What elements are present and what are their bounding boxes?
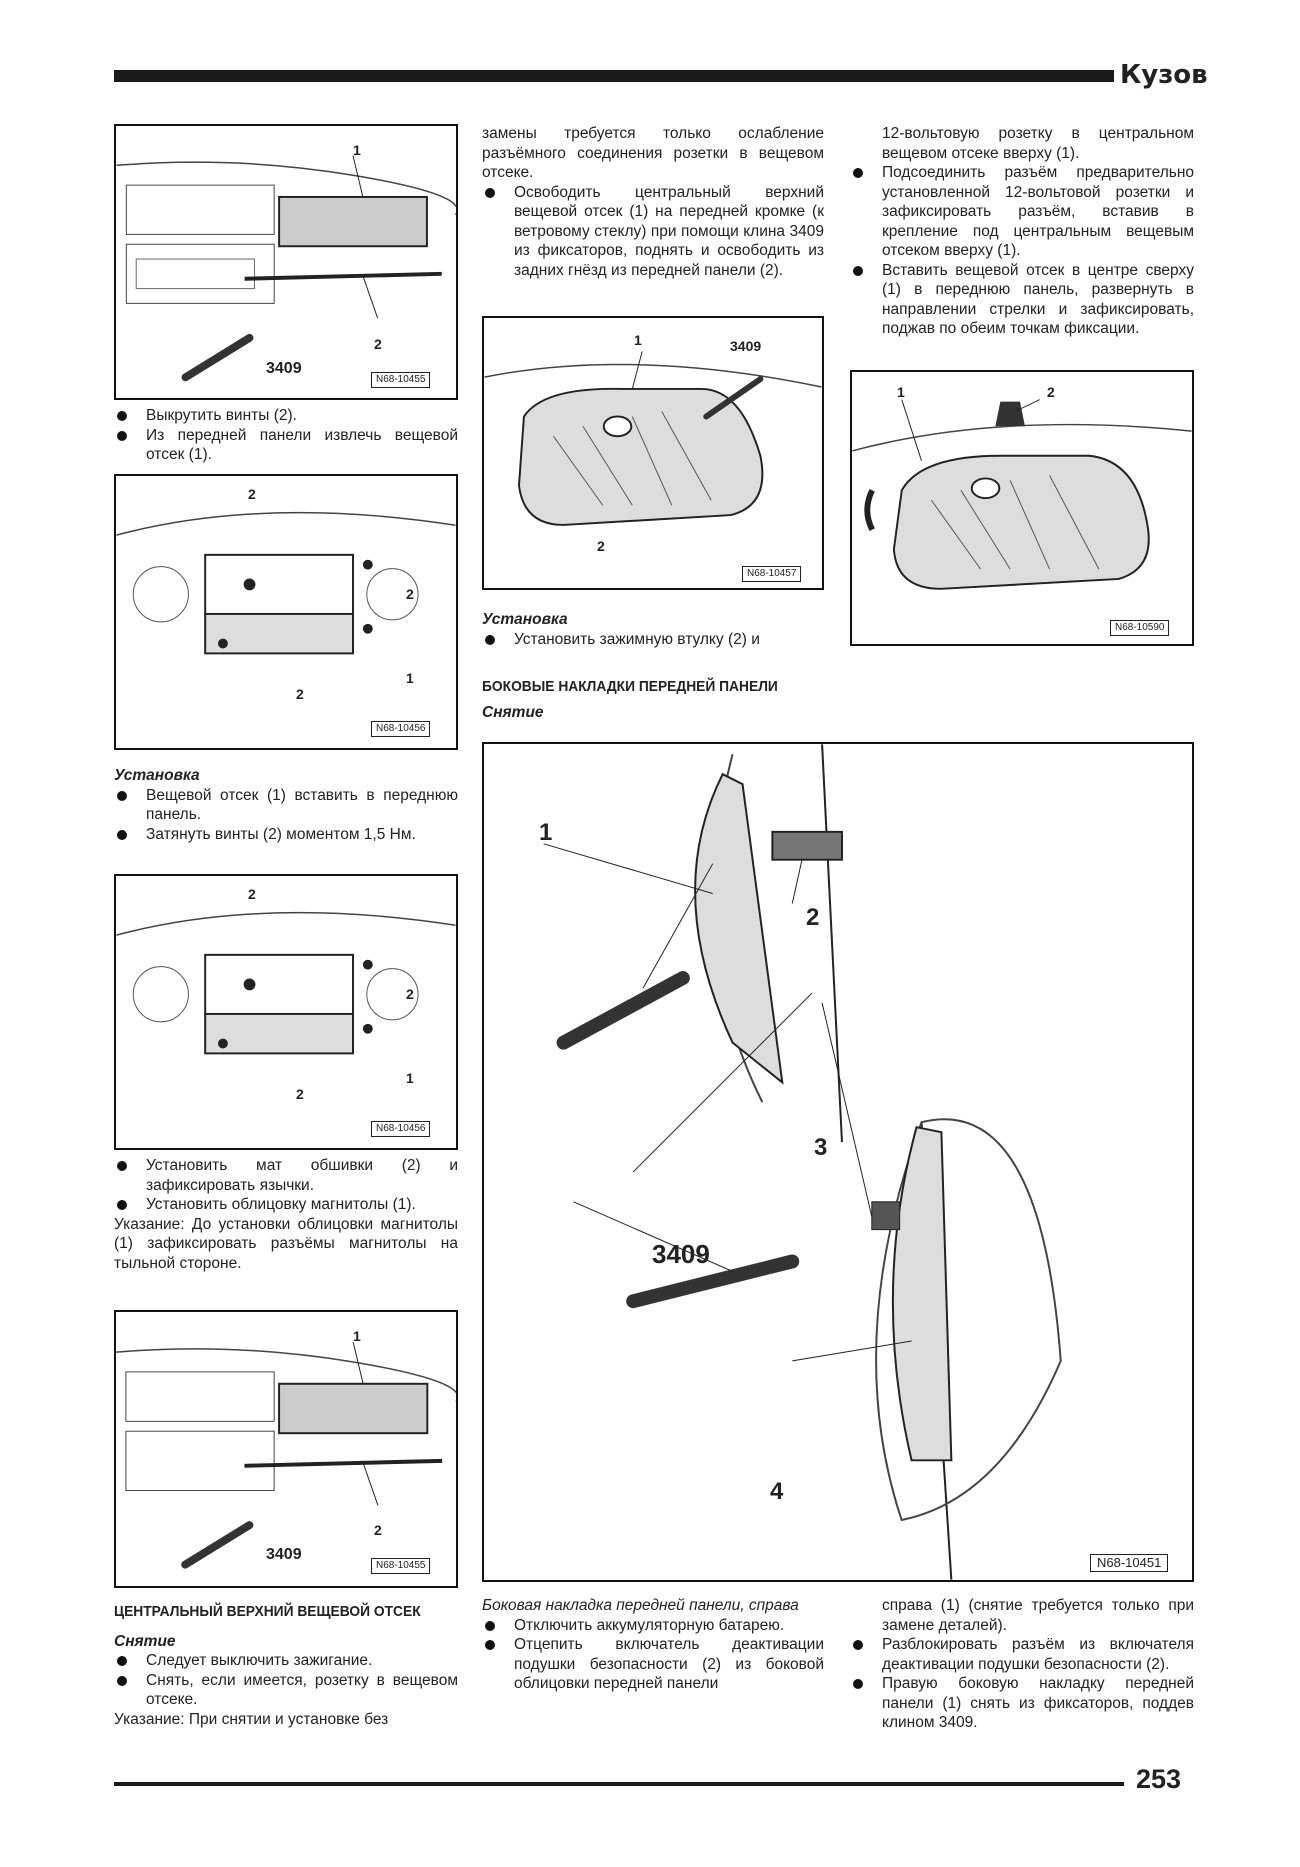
col2-block2: Установка Установить зажимную втулку (2)… <box>482 610 824 722</box>
figure-ref: N68-10456 <box>371 1121 431 1137</box>
note: Указание: До установки облицовки магнито… <box>114 1215 458 1272</box>
figure-drawing <box>484 351 822 526</box>
removal-heading: Снятие <box>114 1632 176 1650</box>
figure-dash-screws: 2 2 2 1 N68-10456 <box>114 474 458 750</box>
paragraph: справа (1) (снятие требуется только при … <box>882 1597 1194 1634</box>
callout-2: 2 <box>1047 384 1055 400</box>
callout-1: 1 <box>897 384 905 400</box>
figure-glovebox-screws: 1 2 3409 N68-10455 <box>114 124 458 400</box>
callout-3: 3 <box>814 1134 828 1161</box>
col3-block2: справа (1) (снятие требуется только при … <box>850 1596 1194 1733</box>
removal-heading: Снятие <box>482 703 544 721</box>
bullet: Установить мат обшивки (2) и зафиксирова… <box>114 1156 458 1195</box>
callout-2: 2 <box>248 486 256 502</box>
section-heading: БОКОВЫЕ НАКЛАДКИ ПЕРЕДНЕЙ ПАНЕЛИ <box>482 678 778 695</box>
figure-ref: N68-10590 <box>1110 620 1170 636</box>
footer-rule <box>114 1782 1124 1786</box>
callout-2: 2 <box>597 538 605 554</box>
paragraph: 12-вольтовую розетку в центральном вещев… <box>882 125 1194 162</box>
note: Указание: При снятии и установке без <box>114 1710 389 1728</box>
bullet: Установить зажимную втулку (2) и <box>482 630 824 650</box>
figure-drawing <box>852 399 1192 590</box>
bullet: Выкрутить винты (2). <box>114 406 458 426</box>
section-heading: ЦЕНТРАЛЬНЫЙ ВЕРХНИЙ ВЕЩЕВОЙ ОТСЕК <box>114 1603 421 1620</box>
callout-2: 2 <box>406 586 414 602</box>
callout-2: 2 <box>248 886 256 902</box>
bullet: Вещевой отсек (1) вставить в переднюю па… <box>114 786 458 825</box>
bullet: Из передней панели извлечь вещевой отсек… <box>114 426 458 465</box>
callout-2: 2 <box>296 1086 304 1102</box>
callout-tool: 3409 <box>730 338 762 354</box>
callout-2: 2 <box>374 1522 382 1538</box>
page-number: 253 <box>1136 1764 1182 1794</box>
callout-1: 1 <box>406 1070 414 1086</box>
figure-side-trim: 1 2 3 3409 4 N68-10451 <box>482 742 1194 1582</box>
callout-2: 2 <box>374 336 382 352</box>
callout-tool: 3409 <box>266 1546 302 1563</box>
figure-center-storage-install: 1 2 N68-10590 <box>850 370 1194 646</box>
col2-block1: замены требуется только ослабление разъё… <box>482 124 824 280</box>
callout-2: 2 <box>296 686 304 702</box>
figure-ref: N68-10457 <box>742 566 802 582</box>
bullet: Установить облицовку магнитолы (1). <box>114 1195 458 1215</box>
bullet: Следует выключить зажигание. <box>114 1651 458 1671</box>
figure-center-storage: 1 3409 2 N68-10457 <box>482 316 824 590</box>
paragraph: замены требуется только ослабление разъё… <box>482 125 824 181</box>
bullet: Подсоединить разъём предварительно устан… <box>850 163 1194 261</box>
callout-1: 1 <box>634 332 642 348</box>
figure-drawing <box>543 744 1062 1580</box>
bullet: Освободить центральный верхний вещевой о… <box>482 183 824 281</box>
figure-caption: Боковая накладка передней панели, справа <box>482 1597 799 1614</box>
callout-1: 1 <box>406 670 414 686</box>
figure-ref: N68-10455 <box>371 1558 431 1574</box>
callout-tool: 3409 <box>652 1239 710 1269</box>
bullet: Отключить аккумуляторную батарею. <box>482 1616 824 1636</box>
figure-ref: N68-10455 <box>371 372 431 388</box>
bullet: Правую боковую накладку передней панели … <box>850 1674 1194 1733</box>
col1-block1: Выкрутить винты (2). Из передней панели … <box>114 406 458 465</box>
figure-drawing <box>116 511 456 655</box>
bullet: Разблокировать разъём из включателя деак… <box>850 1635 1194 1674</box>
section-title: Кузов <box>1120 60 1208 90</box>
callout-2: 2 <box>806 904 820 931</box>
figure-dash-trim: 2 2 2 1 N68-10456 <box>114 874 458 1150</box>
col1-block2: Установка Вещевой отсек (1) вставить в п… <box>114 766 458 844</box>
col3-block1: 12-вольтовую розетку в центральном вещев… <box>850 124 1194 339</box>
figure-ref: N68-10451 <box>1090 1554 1169 1572</box>
figure-drawing <box>116 1342 456 1569</box>
bullet: Затянуть винты (2) моментом 1,5 Нм. <box>114 825 458 845</box>
col2-block3: Боковая накладка передней панели, справа… <box>482 1596 824 1694</box>
bullet: Снять, если имеется, розетку в вещевом о… <box>114 1671 458 1710</box>
callout-tool: 3409 <box>266 360 302 377</box>
header-rule <box>114 70 1114 82</box>
callout-2: 2 <box>406 986 414 1002</box>
install-heading: Установка <box>482 611 568 628</box>
callout-1: 1 <box>353 142 361 158</box>
bullet: Отцепить включатель деактивации подушки … <box>482 1635 824 1694</box>
col1-block4: ЦЕНТРАЛЬНЫЙ ВЕРХНИЙ ВЕЩЕВОЙ ОТСЕК Снятие… <box>114 1602 458 1729</box>
callout-1: 1 <box>353 1328 361 1344</box>
figure-drawing <box>116 911 456 1055</box>
figure-glovebox-screws-2: 1 2 3409 N68-10455 <box>114 1310 458 1588</box>
figure-drawing <box>116 155 456 382</box>
callout-4: 4 <box>770 1478 784 1505</box>
callout-1: 1 <box>539 819 553 846</box>
install-heading: Установка <box>114 767 200 784</box>
col1-block3: Установить мат обшивки (2) и зафиксирова… <box>114 1156 458 1273</box>
figure-ref: N68-10456 <box>371 721 431 737</box>
bullet: Вставить вещевой отсек в центре сверху (… <box>850 261 1194 339</box>
